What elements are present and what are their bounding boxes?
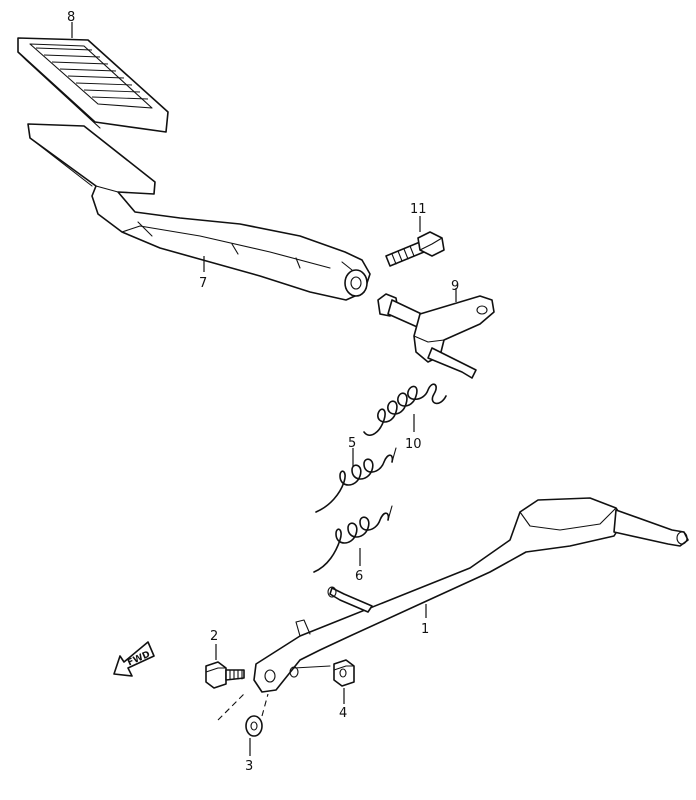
- part-11-bolt: [385, 231, 445, 267]
- part-1-brake-rod: [253, 497, 689, 693]
- part-8-pedal-rubber: [17, 37, 169, 133]
- callout-6: 6: [355, 569, 363, 584]
- part-6-spring: [313, 505, 393, 573]
- callout-11: 11: [410, 202, 427, 217]
- part-3-washer: [217, 693, 269, 737]
- callout-3: 3: [245, 759, 253, 774]
- part-10-return-spring: [363, 383, 447, 436]
- part-9-pedal-shaft: [377, 293, 495, 379]
- callout-10: 10: [405, 437, 422, 452]
- callout-8: 8: [67, 10, 75, 25]
- callout-5: 5: [348, 436, 356, 451]
- callout-4: 4: [339, 706, 347, 721]
- part-4-nut: [333, 659, 355, 687]
- callout-1: 1: [421, 622, 429, 637]
- callout-2: 2: [210, 629, 218, 644]
- part-5-spring: [315, 447, 397, 513]
- callout-7: 7: [199, 276, 207, 291]
- fwd-label: FWD: [126, 650, 152, 669]
- fwd-arrow-icon: FWD: [113, 641, 155, 677]
- callout-9: 9: [451, 279, 459, 294]
- part-7-brake-pedal: [27, 123, 371, 301]
- part-2-bolt: [205, 661, 245, 689]
